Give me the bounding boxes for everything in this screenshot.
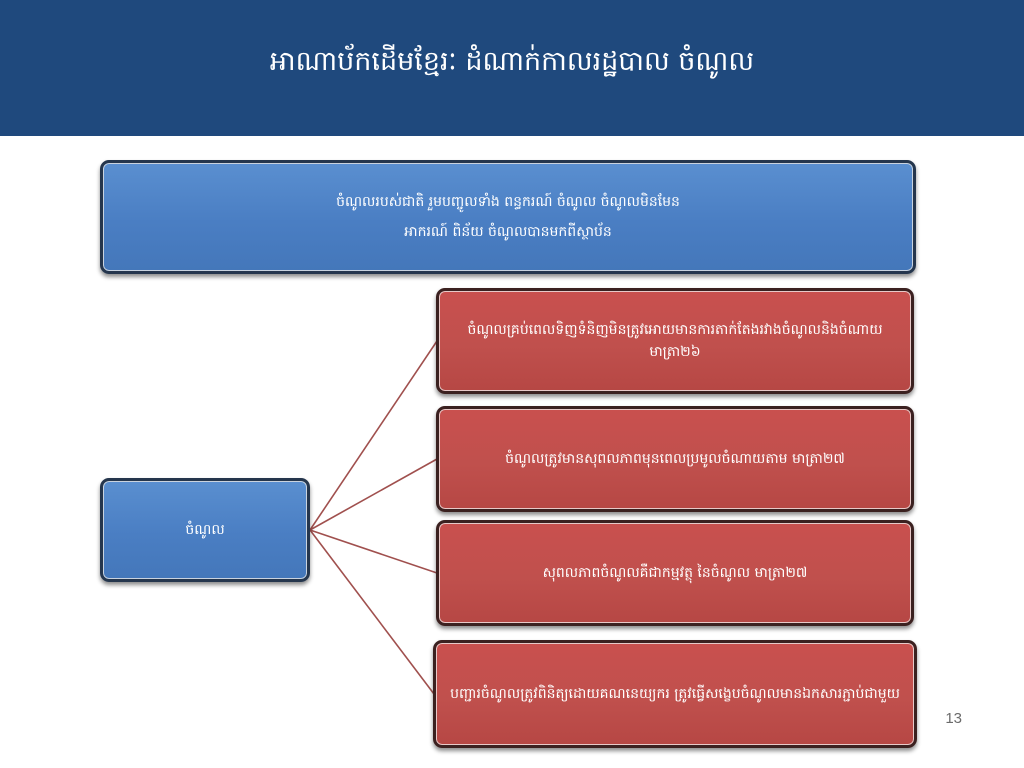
root-node-label: ចំណូល xyxy=(185,522,225,538)
child-node-4: បញ្ជារចំណូលត្រូវពិនិត្យដោយគណនេយ្យករ ត្រូ… xyxy=(433,640,917,748)
child-node-3: សុពលភាពចំណូលគឺជាកម្មវត្ថុ នៃចំណូល មាត្រា… xyxy=(436,520,914,626)
connector-4 xyxy=(309,529,435,695)
child-node-3-label: សុពលភាពចំណូលគឺជាកម្មវត្ថុ នៃចំណូល មាត្រា… xyxy=(542,565,808,581)
connector-1 xyxy=(309,340,438,531)
title-bar: អាណាប័កដើមខ្មែរៈ ដំណាក់កាលរដ្ឋបាល ចំណូល xyxy=(0,0,1024,136)
child-node-1: ចំណូលគ្រប់ពេលទិញទំនិញមិនត្រូវអោយមានការតា… xyxy=(436,288,914,394)
root-node-box: ចំណូល xyxy=(100,478,310,582)
slide-title: អាណាប័កដើមខ្មែរៈ ដំណាក់កាលរដ្ឋបាល ចំណូល xyxy=(269,46,755,77)
summary-line-1: ចំណូលរបស់ជាតិ រួមបញ្ចូលទាំង ពន្ធករណ៍ ចំណ… xyxy=(336,194,680,210)
connector-3 xyxy=(309,529,438,574)
child-node-4-label: បញ្ជារចំណូលត្រូវពិនិត្យដោយគណនេយ្យករ ត្រូ… xyxy=(450,686,900,702)
child-node-2-label: ចំណូលត្រូវមានសុពលភាពមុនពេលប្រមូលចំណាយតាម… xyxy=(505,451,845,467)
child-node-1-label: ចំណូលគ្រប់ពេលទិញទំនិញមិនត្រូវអោយមានការតា… xyxy=(467,322,883,360)
page-number: 13 xyxy=(945,710,962,727)
child-node-2: ចំណូលត្រូវមានសុពលភាពមុនពេលប្រមូលចំណាយតាម… xyxy=(436,406,914,512)
connector-2 xyxy=(309,458,438,531)
summary-box: ចំណូលរបស់ជាតិ រួមបញ្ចូលទាំង ពន្ធករណ៍ ចំណ… xyxy=(100,160,916,274)
summary-line-2: អាករណ៍ ពិន័យ ចំណូលបានមកពីស្ថាប័ន xyxy=(404,224,612,240)
